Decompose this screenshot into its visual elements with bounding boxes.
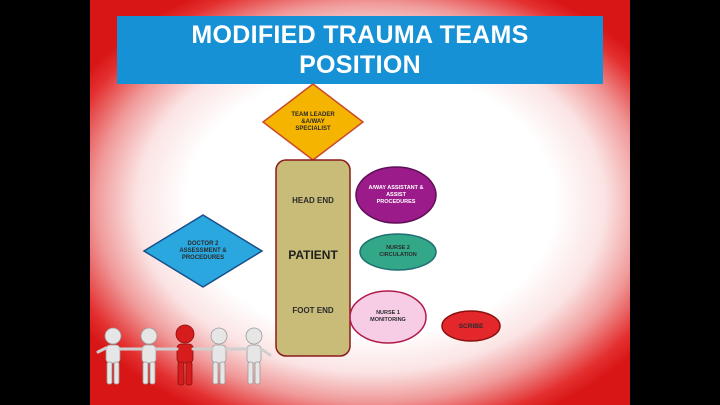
patient-label: PATIENT — [288, 248, 338, 262]
team-figures — [96, 324, 272, 386]
doctor2-label: DOCTOR 2 ASSESSMENT & PROCEDURES — [179, 240, 227, 261]
title-line-1: MODIFIED TRAUMA TEAMS — [191, 21, 529, 49]
slide-title: MODIFIED TRAUMA TEAMS POSITION — [117, 16, 603, 84]
nurse2-label: NURSE 2 CIRCULATION — [379, 245, 417, 258]
figure-2 — [140, 327, 158, 385]
foot-end-label: FOOT END — [292, 305, 334, 315]
joined-arms — [96, 346, 272, 357]
figure-leader — [175, 324, 195, 386]
nurse1-ellipse — [349, 290, 427, 344]
scribe-ellipse — [441, 310, 501, 342]
airway-assistant-ellipse — [355, 166, 437, 224]
scribe-label: SCRIBE — [458, 322, 484, 330]
doctor2-diamond — [142, 214, 264, 288]
nurse1-label: NURSE 1 MONITORING — [370, 310, 406, 323]
team-leader-label: TEAM LEADER &A/WAY SPECIALIST — [291, 111, 335, 132]
figure-4 — [210, 327, 228, 385]
head-end-label: HEAD END — [292, 195, 334, 205]
figure-1 — [104, 327, 122, 385]
figure-5 — [245, 327, 263, 385]
patient-bed — [275, 159, 351, 357]
airway-assistant-label: A/WAY ASSISTANT & ASSIST PROCEDURES — [368, 184, 424, 205]
nurse2-ellipse — [359, 233, 437, 271]
title-line-2: POSITION — [299, 51, 421, 79]
